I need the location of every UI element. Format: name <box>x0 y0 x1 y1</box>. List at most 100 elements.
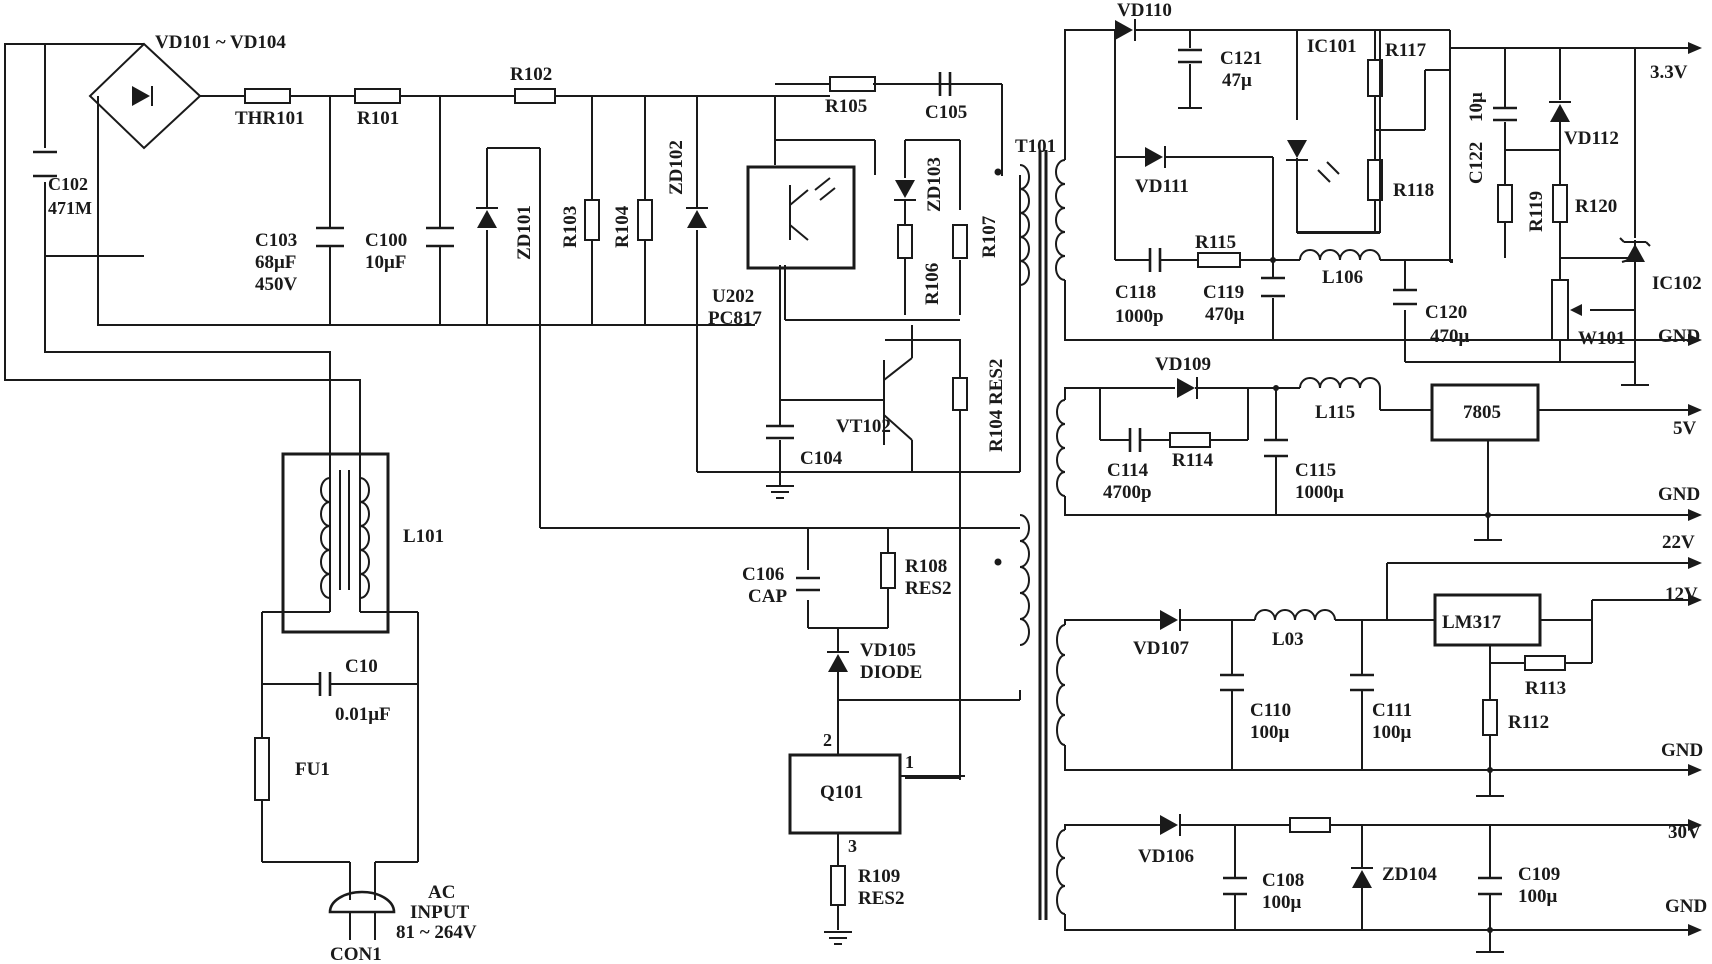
capacitor-c102 <box>33 150 57 178</box>
label-c103-volt: 450V <box>255 274 298 295</box>
resistor-r114 <box>1169 432 1211 448</box>
secondary-12v-wiring <box>1064 562 1688 797</box>
secondary-5v-wiring <box>1064 387 1688 541</box>
capacitor-c105 <box>920 72 952 96</box>
capacitor-c100 <box>426 226 454 248</box>
label-7805: 7805 <box>1463 402 1501 423</box>
capacitor-c121 <box>1178 48 1202 64</box>
label-12v: 12V <box>1665 584 1698 605</box>
label-l106: L106 <box>1322 267 1363 288</box>
label-c119-value: 470μ <box>1205 304 1245 325</box>
resistor-r112 <box>1482 699 1498 736</box>
bridge-rectifier <box>88 42 202 150</box>
label-r117: R117 <box>1385 40 1427 61</box>
ic101-optocoupler-led <box>1286 30 1340 183</box>
label-c108: C108 <box>1262 870 1304 891</box>
label-c102: C102 <box>48 174 88 194</box>
label-l03: L03 <box>1272 629 1304 650</box>
output-gnd2-arrow <box>1688 509 1702 521</box>
resistor-r103 <box>584 199 600 241</box>
diode-vd111 <box>1145 146 1166 168</box>
ac-input-connector-con1 <box>328 890 396 940</box>
label-vd106: VD106 <box>1138 846 1194 867</box>
label-c118: C118 <box>1115 282 1156 303</box>
label-r108: R108 <box>905 556 947 577</box>
label-c105: C105 <box>925 102 967 123</box>
capacitor-c106 <box>796 576 820 592</box>
label-t101: T101 <box>1015 136 1056 157</box>
resistor-r119 <box>1497 184 1513 223</box>
label-r112: R112 <box>1508 712 1549 733</box>
label-r105: R105 <box>825 96 867 117</box>
label-r114: R114 <box>1172 450 1214 471</box>
label-ic102: IC102 <box>1652 273 1702 294</box>
label-r101: R101 <box>357 108 399 129</box>
label-c106: C106 <box>742 564 784 585</box>
label-c115: C115 <box>1295 460 1336 481</box>
output-22v-arrow <box>1688 557 1702 569</box>
resistor-r105 <box>829 76 876 92</box>
shunt-regulator-ic102 <box>1619 237 1651 263</box>
resistor-r120 <box>1552 184 1568 223</box>
zener-zd102 <box>686 207 708 228</box>
label-r106: R106 <box>922 263 943 305</box>
resistor-r117 <box>1367 59 1383 97</box>
label-c10: C10 <box>345 656 378 677</box>
output-3v3-arrow <box>1688 42 1702 54</box>
label-vd109: VD109 <box>1155 354 1211 375</box>
label-r113: R113 <box>1525 678 1566 699</box>
label-r103: R103 <box>560 206 581 248</box>
label-pc817: PC817 <box>708 308 762 329</box>
label-c121-value: 47μ <box>1222 70 1252 91</box>
label-q101: Q101 <box>820 782 863 803</box>
label-thr101: THR101 <box>235 108 305 129</box>
label-input: INPUT <box>410 902 469 923</box>
label-c104: C104 <box>800 448 843 469</box>
label-r109: R109 <box>858 866 900 887</box>
label-zd104: ZD104 <box>1382 864 1437 885</box>
transformer-t101 <box>994 150 1066 920</box>
fuse-fu1 <box>254 737 270 801</box>
label-c109: C109 <box>1518 864 1560 885</box>
label-c106-type: CAP <box>748 586 787 607</box>
resistor-r115 <box>1197 252 1241 268</box>
resistor-r102 <box>514 88 556 104</box>
label-c111-value: 100μ <box>1372 722 1412 743</box>
output-gnd3-arrow <box>1688 764 1702 776</box>
output-12v-arrow <box>1688 594 1702 606</box>
label-l115: L115 <box>1315 402 1355 423</box>
resistor-r104-res2 <box>952 377 968 411</box>
label-30v: 30V <box>1668 822 1701 843</box>
label-c114-value: 4700p <box>1103 482 1152 503</box>
capacitor-c110 <box>1220 673 1244 692</box>
label-r119: R119 <box>1526 191 1547 232</box>
inductor-l106 <box>1270 249 1381 263</box>
optocoupler-pc817 <box>746 165 856 270</box>
label-c100: C100 <box>365 230 407 251</box>
label-gnd-2: GND <box>1658 484 1700 505</box>
label-fu1: FU1 <box>295 759 330 780</box>
resistor-r107 <box>952 224 968 259</box>
regulator-lm317 <box>1433 593 1542 647</box>
label-ac: AC <box>428 882 455 903</box>
label-r118: R118 <box>1393 180 1434 201</box>
label-q101-pin1: 1 <box>905 752 914 772</box>
label-zd103: ZD103 <box>924 157 945 212</box>
label-zd101: ZD101 <box>514 205 535 260</box>
capacitor-c111 <box>1350 673 1374 692</box>
label-q101-pin3: 3 <box>848 836 857 856</box>
diode-vd106 <box>1160 814 1181 836</box>
label-r115: R115 <box>1195 232 1236 253</box>
label-c120: C120 <box>1425 302 1467 323</box>
output-gnd1-arrow <box>1688 334 1702 346</box>
label-r104-res2: R104 RES2 <box>986 359 1007 452</box>
labels: VD101 ~ VD104 C102 471M THR101 R101 R102… <box>48 0 1707 964</box>
diode-vd112 <box>1549 101 1571 122</box>
zener-zd101 <box>476 207 498 228</box>
diode-vd109 <box>1177 377 1198 399</box>
label-r107: R107 <box>979 215 1000 258</box>
label-con1: CON1 <box>330 944 382 964</box>
output-30v-arrow <box>1688 819 1702 831</box>
resistor-r118 <box>1367 159 1383 201</box>
